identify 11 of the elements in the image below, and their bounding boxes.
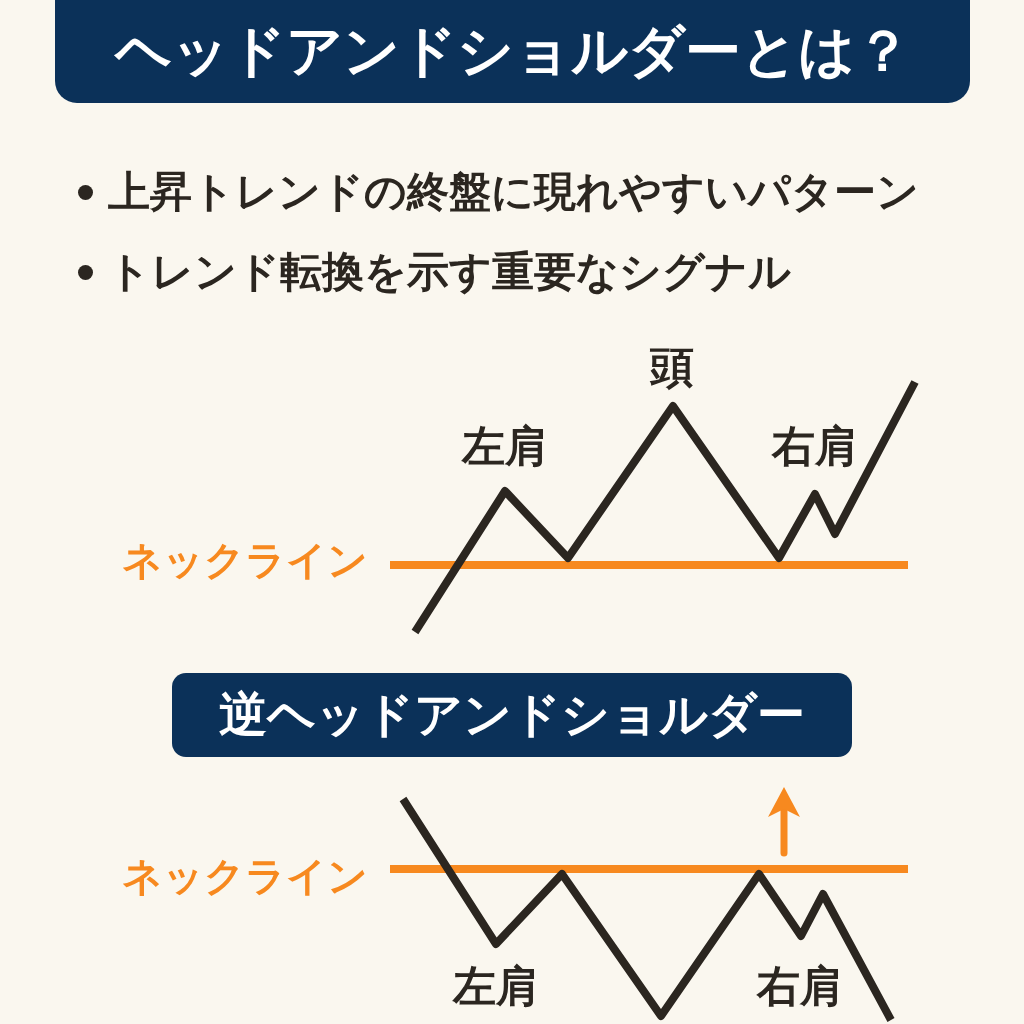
title-banner: ヘッドアンドショルダーとは？ bbox=[55, 0, 970, 103]
bullet-text: 上昇トレンドの終盤に現れやすいパターン bbox=[108, 167, 919, 217]
shoulder-label: 左肩 bbox=[453, 962, 539, 1012]
shoulder-label: 右肩 bbox=[772, 422, 858, 472]
bullet-text: トレンド転換を示す重要なシグナル bbox=[108, 247, 791, 297]
heading-banner: 逆ヘッドアンドショルダー bbox=[172, 673, 852, 757]
peak-label: 頭 bbox=[650, 341, 694, 393]
shoulder-label: 右肩 bbox=[757, 962, 843, 1012]
neckline-label: ネックライン bbox=[122, 853, 368, 899]
shoulder-label: 左肩 bbox=[462, 422, 548, 472]
neckline-label: ネックライン bbox=[122, 537, 368, 583]
